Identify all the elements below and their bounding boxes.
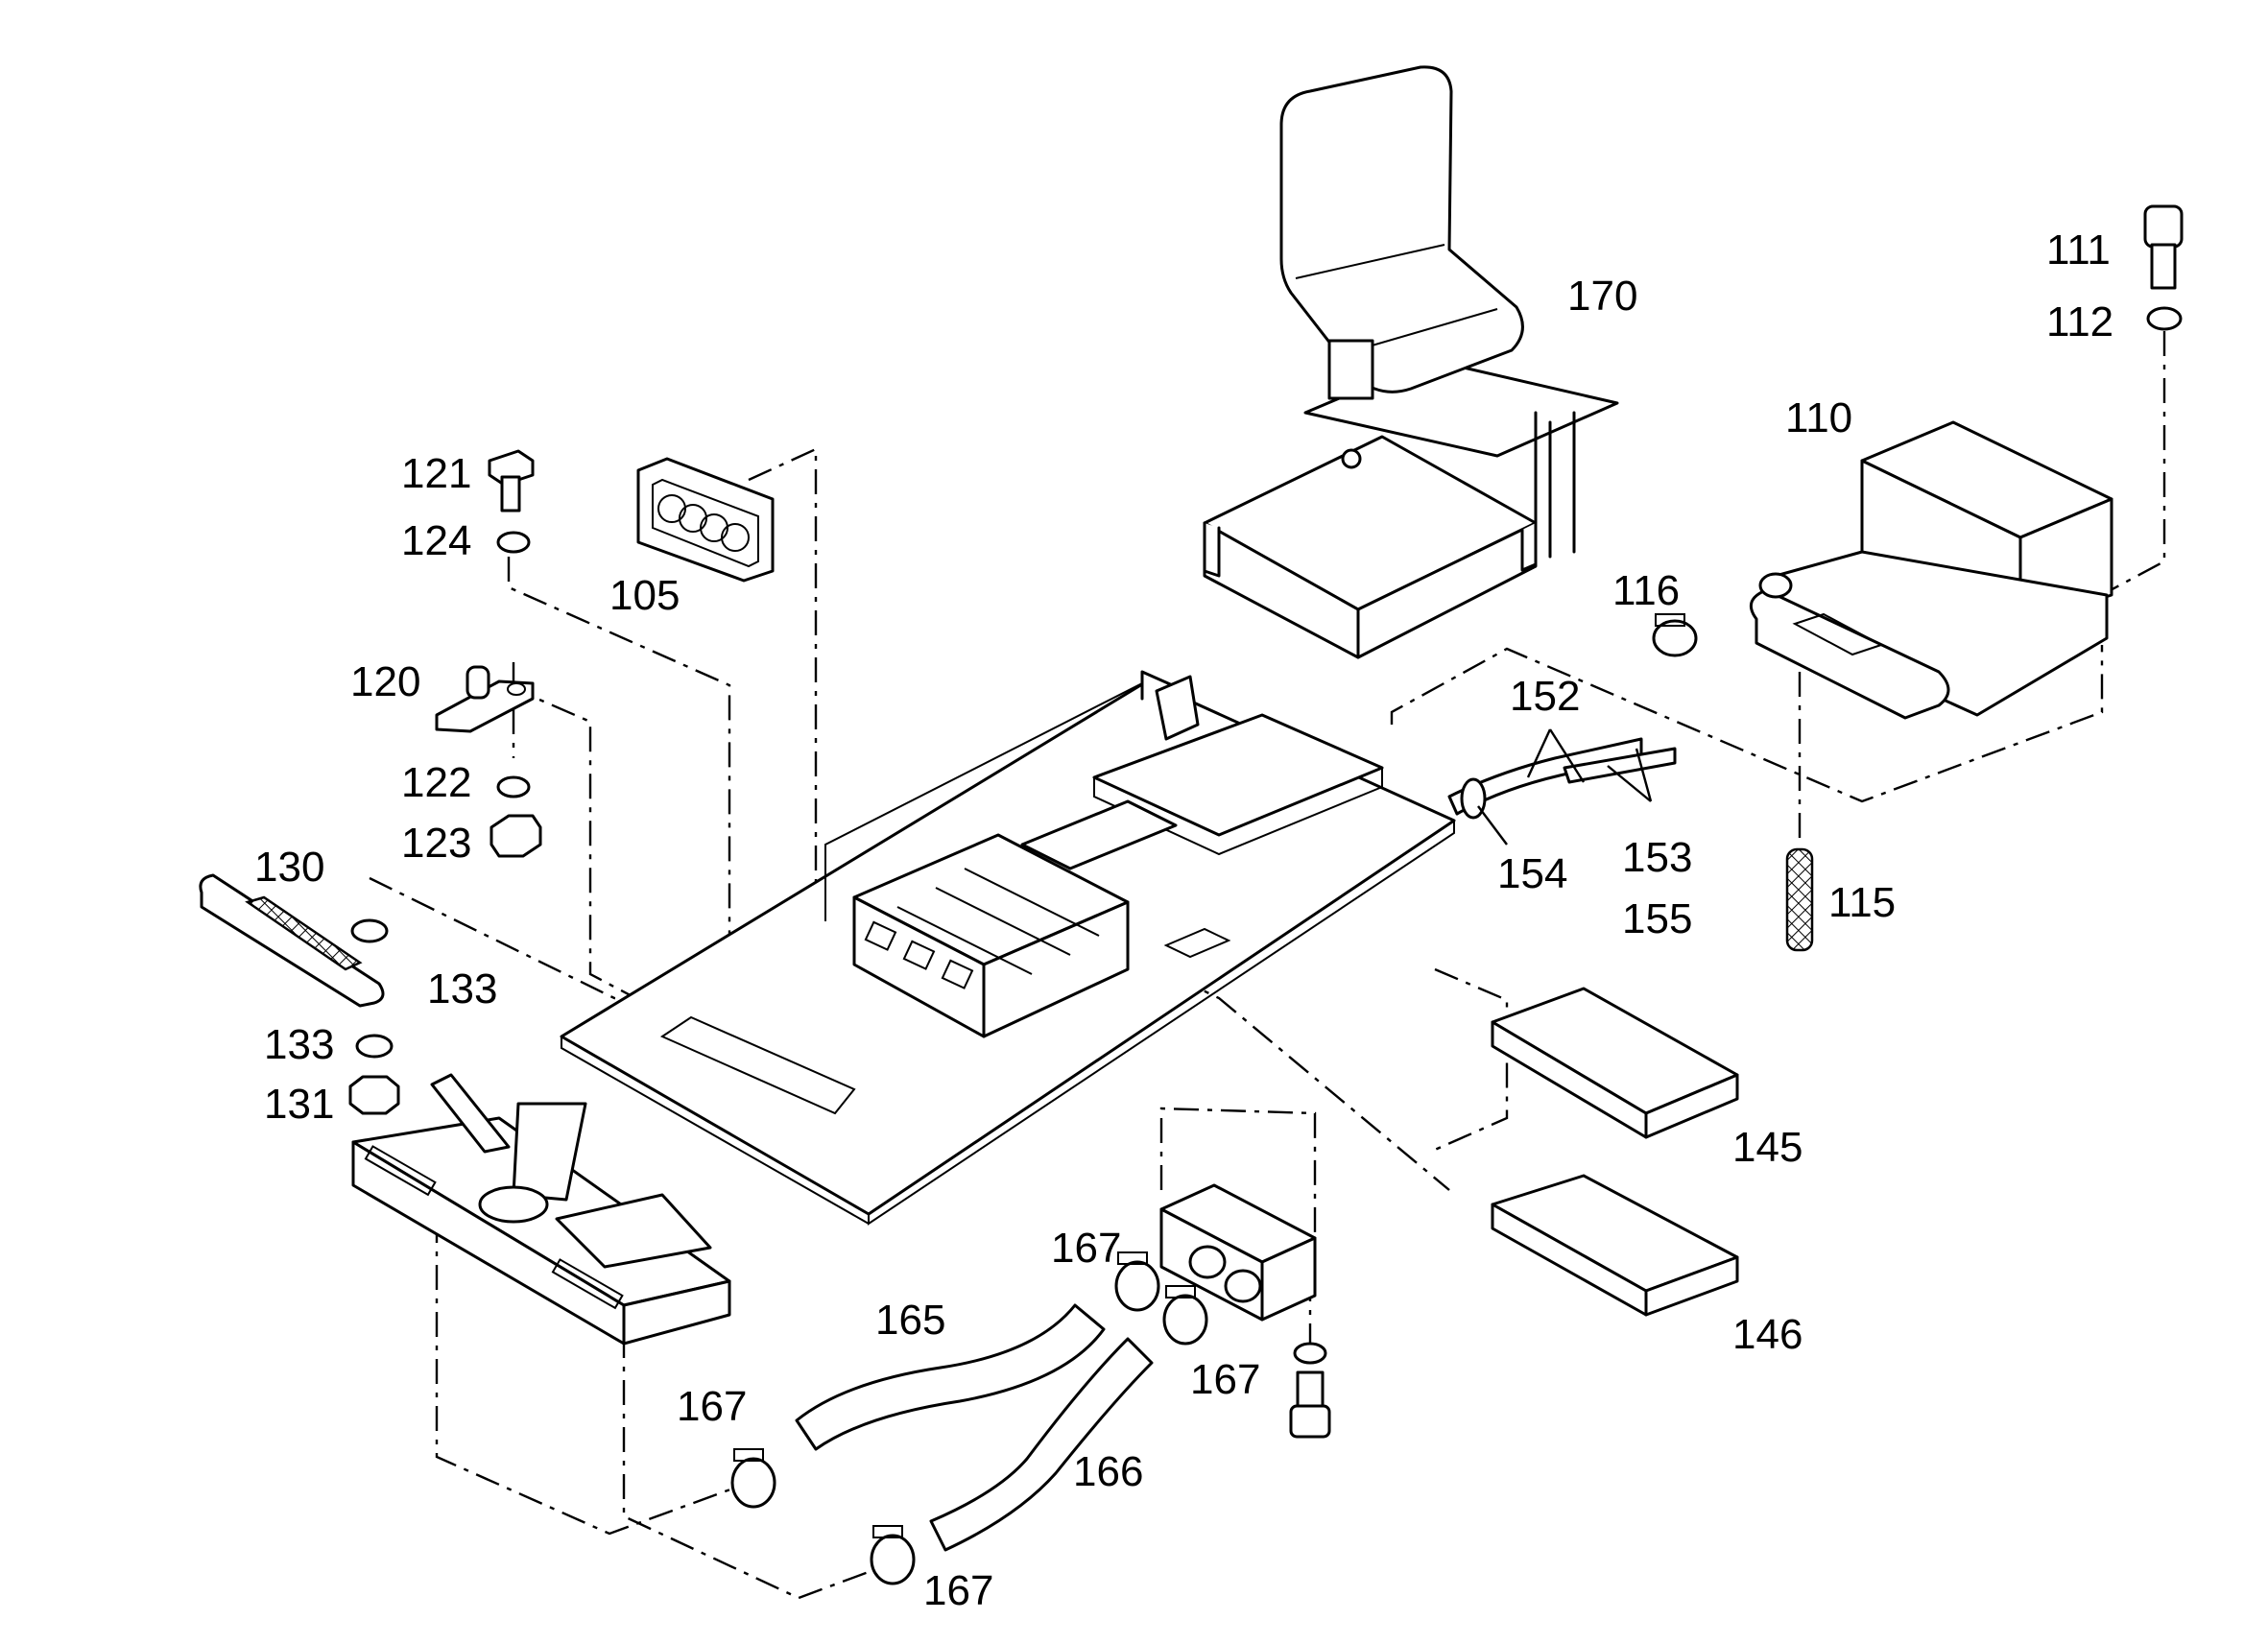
screw-connector [1289,1370,1331,1439]
label-116: 116 [1612,567,1680,614]
label-130: 130 [254,844,324,891]
washer-124 [496,531,531,554]
filter-hose-115 [1785,847,1814,952]
label-120: 120 [350,658,420,705]
washer-133-upper [350,918,389,943]
hose-165 [795,1303,1106,1451]
label-165: 165 [875,1297,945,1344]
pad-145 [1491,987,1739,1139]
hose-clamp-167-a [730,1448,776,1509]
label-166: 166 [1073,1448,1143,1495]
hose-clamp-167-b [870,1525,916,1585]
pad-146 [1491,1174,1739,1317]
label-152: 152 [1510,673,1580,720]
label-123: 123 [401,820,471,867]
label-146: 146 [1732,1311,1802,1358]
label-122: 122 [401,759,471,806]
pedal-assembly [351,1073,731,1346]
bolt-121 [488,449,535,512]
callout-pointers [1477,728,1653,846]
screw-111 [2143,204,2184,290]
label-167-top: 167 [1051,1225,1121,1272]
label-124: 124 [401,517,471,564]
label-167-bottom: 167 [923,1567,993,1614]
label-110: 110 [1785,394,1852,441]
hose-clamp-167-c [1114,1251,1160,1312]
hose-connector-housing [1159,1183,1317,1322]
control-box [852,833,1130,1038]
cable-bundle [1447,737,1677,820]
label-145: 145 [1732,1124,1802,1171]
part-number-labels: 105 110 111 112 115 116 120 121 122 123 … [254,226,2113,1614]
nut-123 [489,814,542,858]
label-121: 121 [401,450,471,497]
label-111: 111 [2046,226,2111,274]
label-115: 115 [1828,879,1896,926]
pin-bracket-120 [435,665,535,733]
label-153: 153 [1622,834,1692,881]
label-131: 131 [264,1081,334,1128]
nut-131 [348,1075,400,1115]
label-167-left: 167 [677,1383,747,1430]
washer-133-lower [355,1034,394,1059]
washer-122 [496,775,531,798]
label-170: 170 [1567,273,1637,320]
label-167-right: 167 [1190,1356,1260,1403]
washer-112 [2146,306,2183,331]
grip-bar-130 [199,873,385,1008]
seat-assembly [1203,65,1619,659]
label-133-left: 133 [264,1021,334,1068]
label-133-right: 133 [427,965,497,1013]
hose-166 [929,1337,1154,1552]
hose-clamp-116 [1652,613,1698,657]
label-105: 105 [609,572,680,619]
label-154: 154 [1497,850,1567,897]
washer-connector [1293,1342,1327,1365]
heater-unit-110 [1749,420,2113,720]
label-155: 155 [1622,895,1692,942]
vent-grille-105 [636,457,775,583]
label-112: 112 [2046,298,2113,345]
hose-clamp-167-d [1162,1285,1208,1346]
